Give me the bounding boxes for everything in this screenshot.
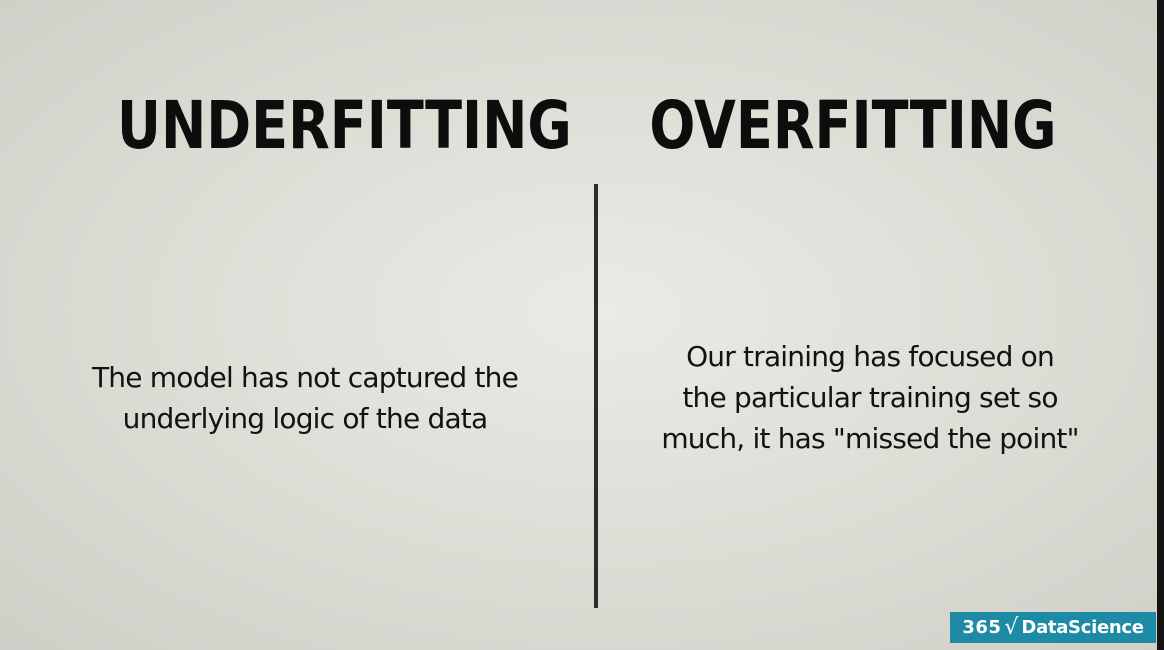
overfitting-description-line: much, it has "missed the point"	[661, 422, 1079, 455]
underfitting-description-line: underlying logic of the data	[122, 402, 489, 435]
underfitting-heading: UNDERFITTING	[117, 87, 572, 164]
logo-name: DataScience	[1021, 617, 1144, 638]
overfitting-description: Our training has focused on the particul…	[620, 336, 1120, 459]
square-root-icon: √	[1004, 614, 1019, 640]
365-datascience-logo: 365 √ DataScience	[950, 612, 1156, 643]
vertical-divider	[594, 184, 598, 608]
logo-number: 365	[962, 617, 1002, 638]
overfitting-description-line: Our training has focused on	[686, 340, 1055, 373]
overfitting-heading: OVERFITTING	[649, 87, 1057, 164]
frame-edge	[1157, 0, 1164, 650]
underfitting-description-line: The model has not captured the	[91, 361, 519, 394]
overfitting-description-line: the particular training set so	[682, 381, 1058, 414]
underfitting-description: The model has not captured the underlyin…	[55, 357, 555, 439]
